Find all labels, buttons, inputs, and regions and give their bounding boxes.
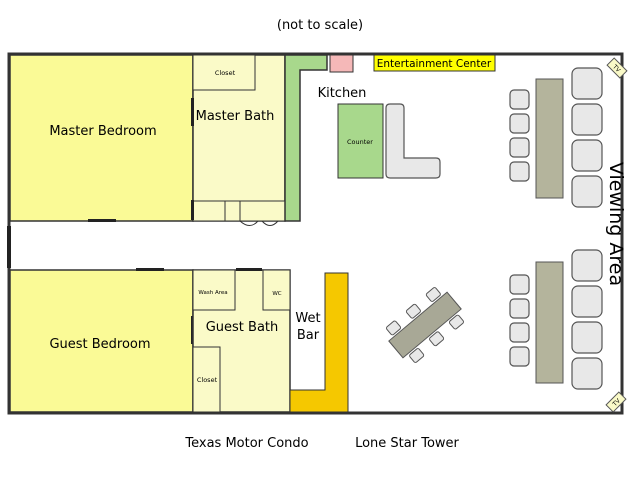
entertainment-center bbox=[373, 54, 496, 72]
master-closet bbox=[192, 54, 256, 91]
guest-bath-label: Guest Bath bbox=[206, 320, 279, 335]
bar-counter-top bbox=[535, 78, 564, 199]
seating-bottom bbox=[509, 249, 603, 390]
guest-bedroom-label: Guest Bedroom bbox=[49, 337, 150, 352]
seating-top bbox=[509, 67, 603, 208]
kitchen-label: Kitchen bbox=[318, 86, 367, 101]
wet-bar-label-1: Wet bbox=[295, 311, 320, 326]
footer-condo: Texas Motor Condo bbox=[184, 436, 308, 451]
wash-area-label: Wash Area bbox=[198, 290, 227, 296]
master-closet-label: Closet bbox=[215, 69, 236, 77]
wc-label: WC bbox=[272, 291, 281, 297]
tv-top-label: TV bbox=[610, 63, 622, 75]
master-bath-label: Master Bath bbox=[196, 109, 275, 124]
guest-closet bbox=[192, 346, 221, 413]
dining-table bbox=[386, 287, 464, 363]
master-bedroom bbox=[9, 54, 194, 222]
viewing-area-label: Viewing Area bbox=[605, 162, 627, 286]
tv-top: TV bbox=[606, 57, 628, 79]
kitchen-counter-wall bbox=[284, 54, 328, 222]
counter bbox=[337, 103, 384, 179]
scale-note: (not to scale) bbox=[277, 18, 363, 33]
tv-bottom: TV bbox=[605, 391, 627, 413]
l-couch bbox=[385, 103, 441, 179]
guest-closet-label: Closet bbox=[197, 376, 218, 384]
counter-label: Counter bbox=[347, 138, 373, 146]
wet-bar-label-2: Bar bbox=[297, 328, 320, 343]
bar-counter-bottom bbox=[535, 261, 564, 384]
entertainment-label: Entertainment Center bbox=[377, 58, 492, 70]
guest-bedroom bbox=[9, 269, 194, 413]
tv-bottom-label: TV bbox=[611, 397, 623, 409]
wash-area bbox=[192, 269, 236, 311]
master-bedroom-label: Master Bedroom bbox=[49, 124, 156, 139]
footer-tower: Lone Star Tower bbox=[355, 436, 459, 451]
refrigerator bbox=[329, 54, 354, 73]
wc-room bbox=[262, 269, 291, 311]
bath-vanity bbox=[192, 200, 286, 222]
wet-bar bbox=[289, 272, 349, 413]
